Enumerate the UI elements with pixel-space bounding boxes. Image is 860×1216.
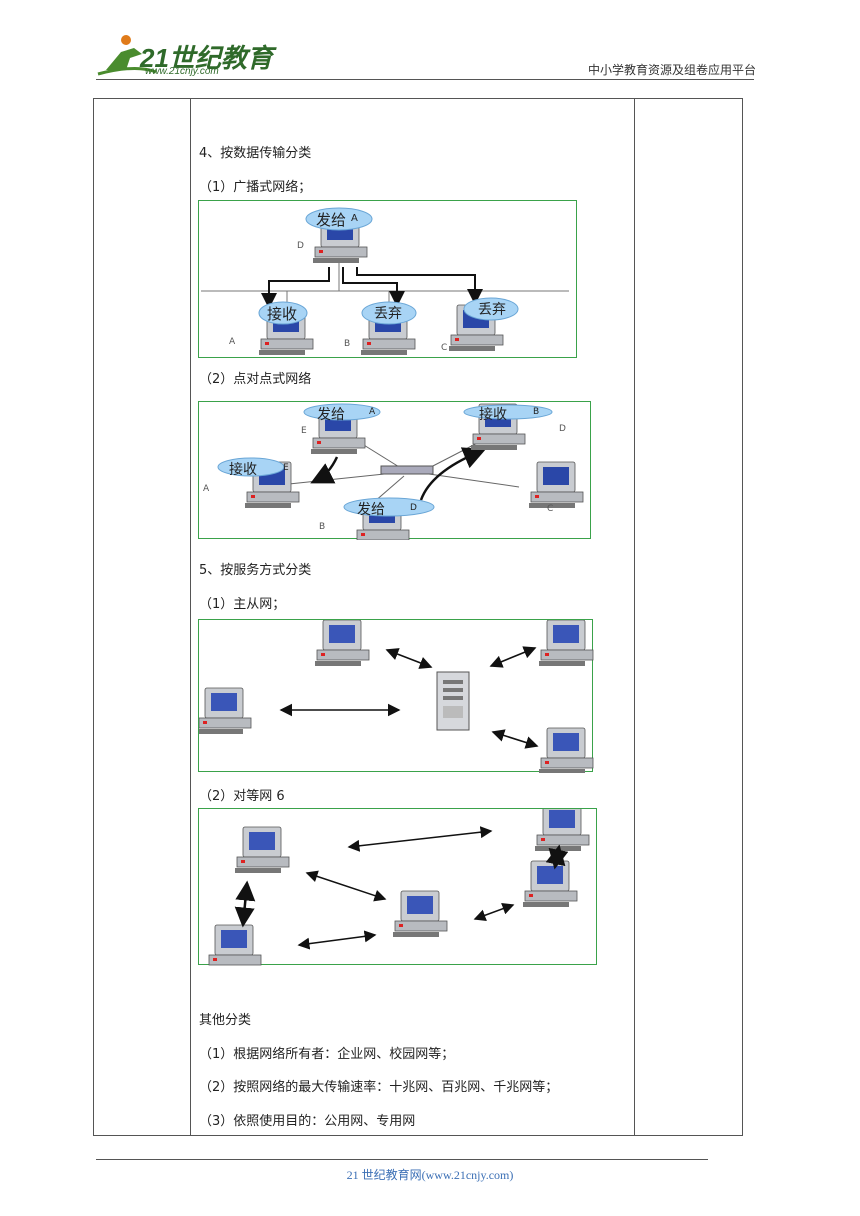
footer-link[interactable]: 21 世纪教育网(www.21cnjy.com) — [346, 1168, 514, 1182]
footer-divider — [96, 1159, 708, 1160]
bubble-receive: 接收 — [229, 462, 257, 478]
node-label-a: A — [229, 337, 236, 347]
node-label-d: D — [559, 424, 566, 434]
bubble-send: 发给 — [316, 211, 347, 229]
section-4-title: 4、按数据传输分类 — [199, 146, 312, 161]
other-item-1: （1）根据网络所有者：企业网、校园网等； — [199, 1047, 455, 1062]
bubble-send-target: A — [369, 407, 376, 417]
other-title: 其他分类 — [199, 1013, 252, 1028]
section-4-item-2: （2）点对点式网络 — [199, 372, 312, 387]
logo-url: www.21cnjy.com — [145, 66, 219, 77]
column-divider — [190, 99, 191, 1135]
client-server-figure — [198, 619, 594, 773]
bubble-receive: 接收 — [267, 305, 298, 323]
p2p-network-figure: 发给 A 接收 B 接收 E 发给 D E D A B C — [198, 401, 591, 540]
bubble-receive-mark: E — [283, 463, 289, 473]
section-5-item-1: （1）主从网； — [199, 597, 286, 612]
runner-logo-icon — [97, 35, 157, 76]
bubble-send: 发给 — [317, 407, 345, 423]
section-4-item-1: （1）广播式网络； — [199, 180, 312, 195]
broadcast-network-figure: 发给 A D 接收 丢弃 丢弃 A B C — [198, 200, 577, 358]
bubble-send: 发给 — [357, 502, 385, 518]
bubble-discard: 丢弃 — [478, 302, 506, 318]
bubble-send-target: A — [351, 213, 358, 224]
other-item-2: （2）按照网络的最大传输速率：十兆网、百兆网、千兆网等； — [199, 1080, 559, 1095]
bubble-discard: 丢弃 — [374, 306, 402, 322]
section-5-title: 5、按服务方式分类 — [199, 563, 312, 578]
node-label-a: A — [203, 484, 210, 494]
node-label-c: C — [441, 343, 448, 353]
node-label-c: C — [547, 504, 554, 514]
bubble-receive-mark: B — [533, 407, 540, 417]
peer-network-figure — [198, 808, 597, 966]
node-label-d: D — [297, 241, 304, 251]
section-5-item-2: （2）对等网 6 — [199, 789, 285, 804]
platform-title: 中小学教育资源及组卷应用平台 — [587, 63, 756, 77]
node-label-b: B — [344, 339, 351, 349]
bubble-send-target: D — [410, 503, 417, 513]
header-divider — [96, 79, 754, 80]
other-item-3: （3）依照使用目的：公用网、专用网 — [199, 1114, 416, 1129]
logo-text: 21世纪教育 — [140, 43, 273, 73]
content-table — [93, 98, 743, 1136]
column-divider — [634, 99, 635, 1135]
bubble-receive: 接收 — [479, 407, 507, 423]
node-label-b: B — [319, 522, 326, 532]
node-label-e: E — [301, 426, 307, 436]
